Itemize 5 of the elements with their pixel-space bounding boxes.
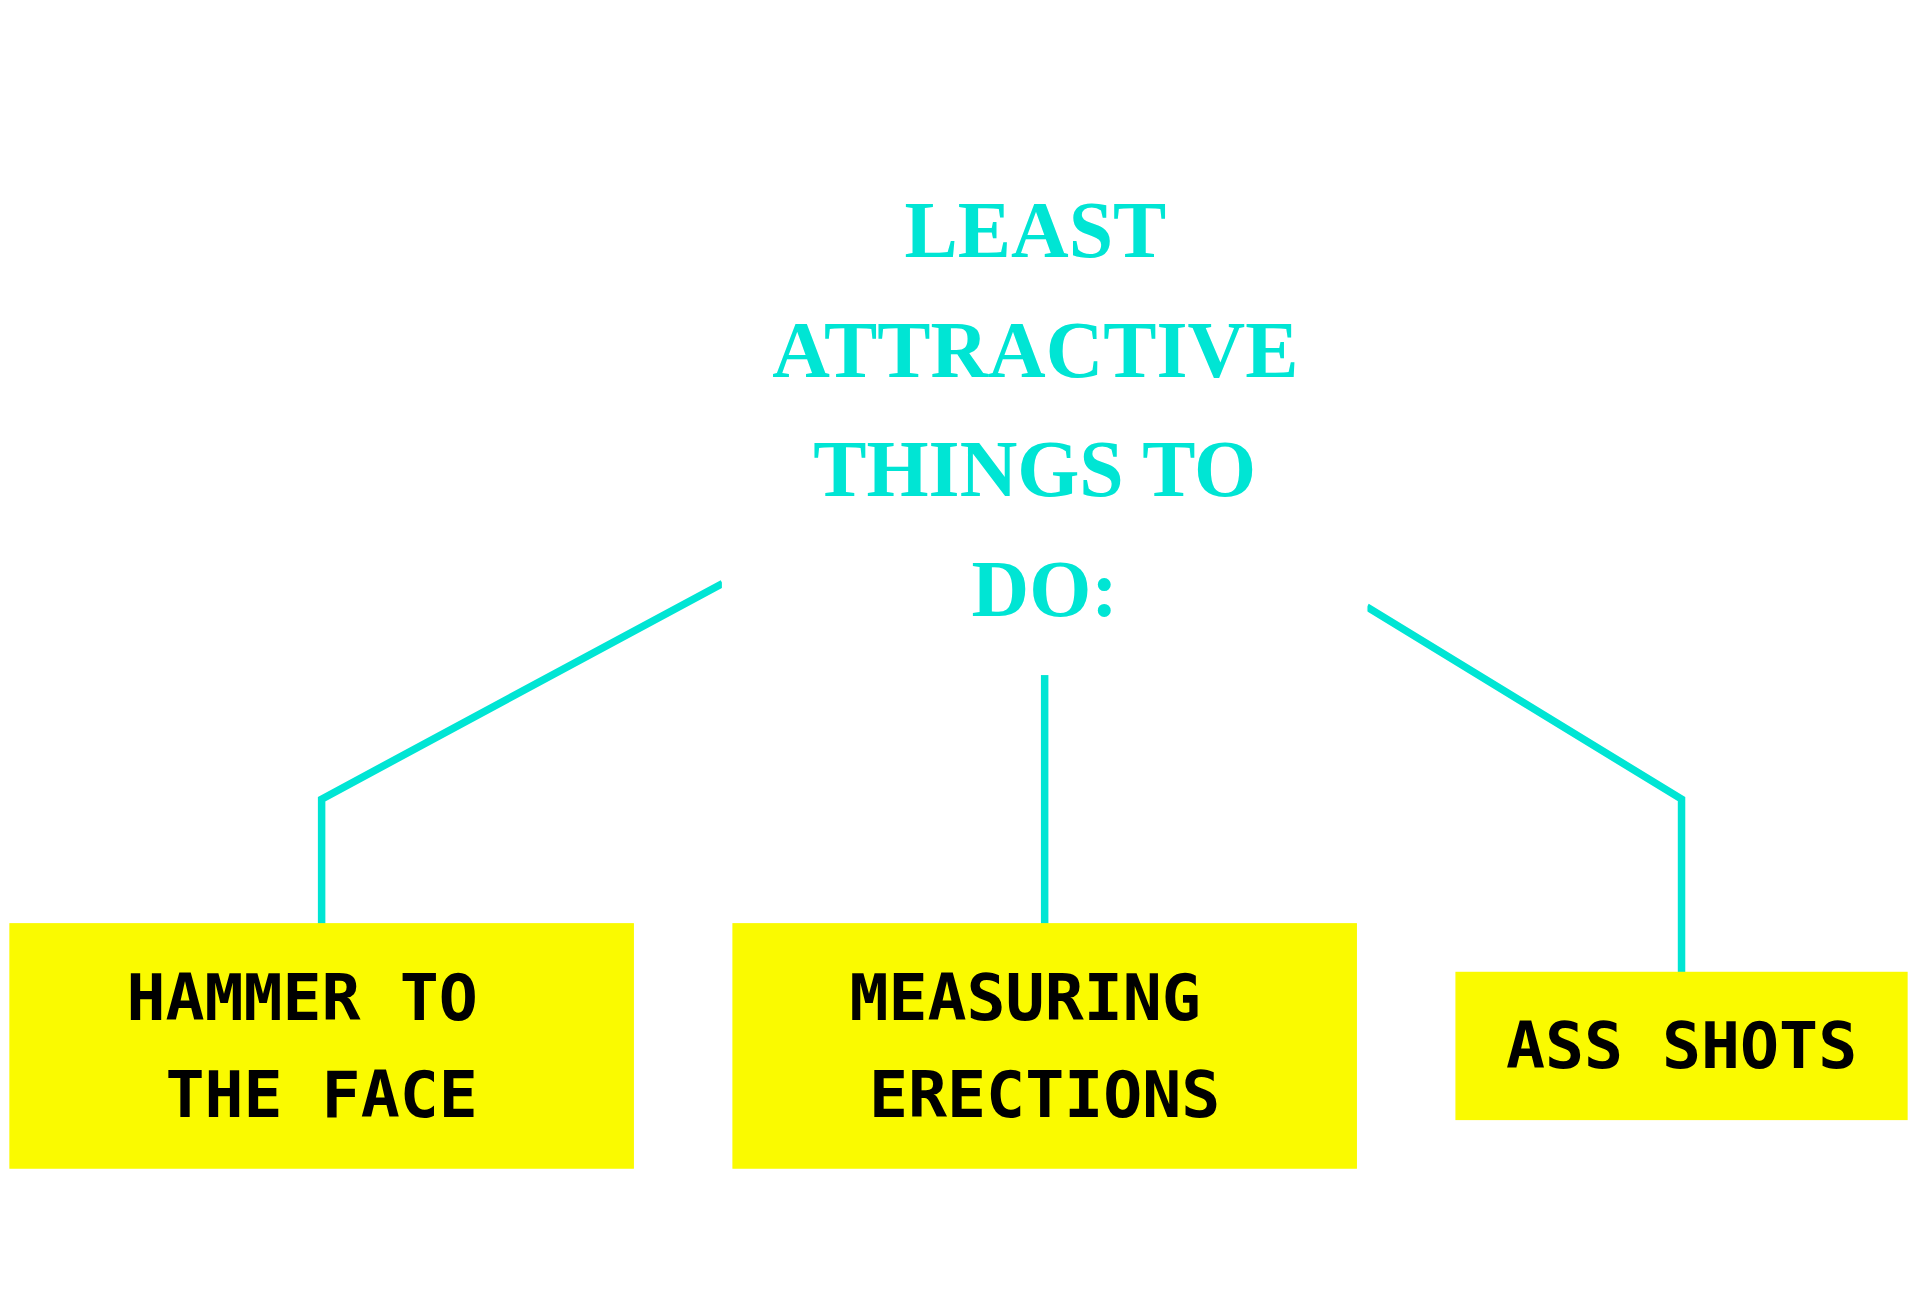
node-text: LEAST ATTRACTIVE THINGS TO DO: bbox=[772, 185, 1299, 634]
node-box: MEASURING ERECTIONS bbox=[732, 923, 1357, 1169]
node-box: HAMMER TO THE FACE bbox=[9, 923, 634, 1169]
node-box: ASS SHOTS bbox=[1455, 971, 1908, 1121]
connector bbox=[1040, 674, 1049, 924]
